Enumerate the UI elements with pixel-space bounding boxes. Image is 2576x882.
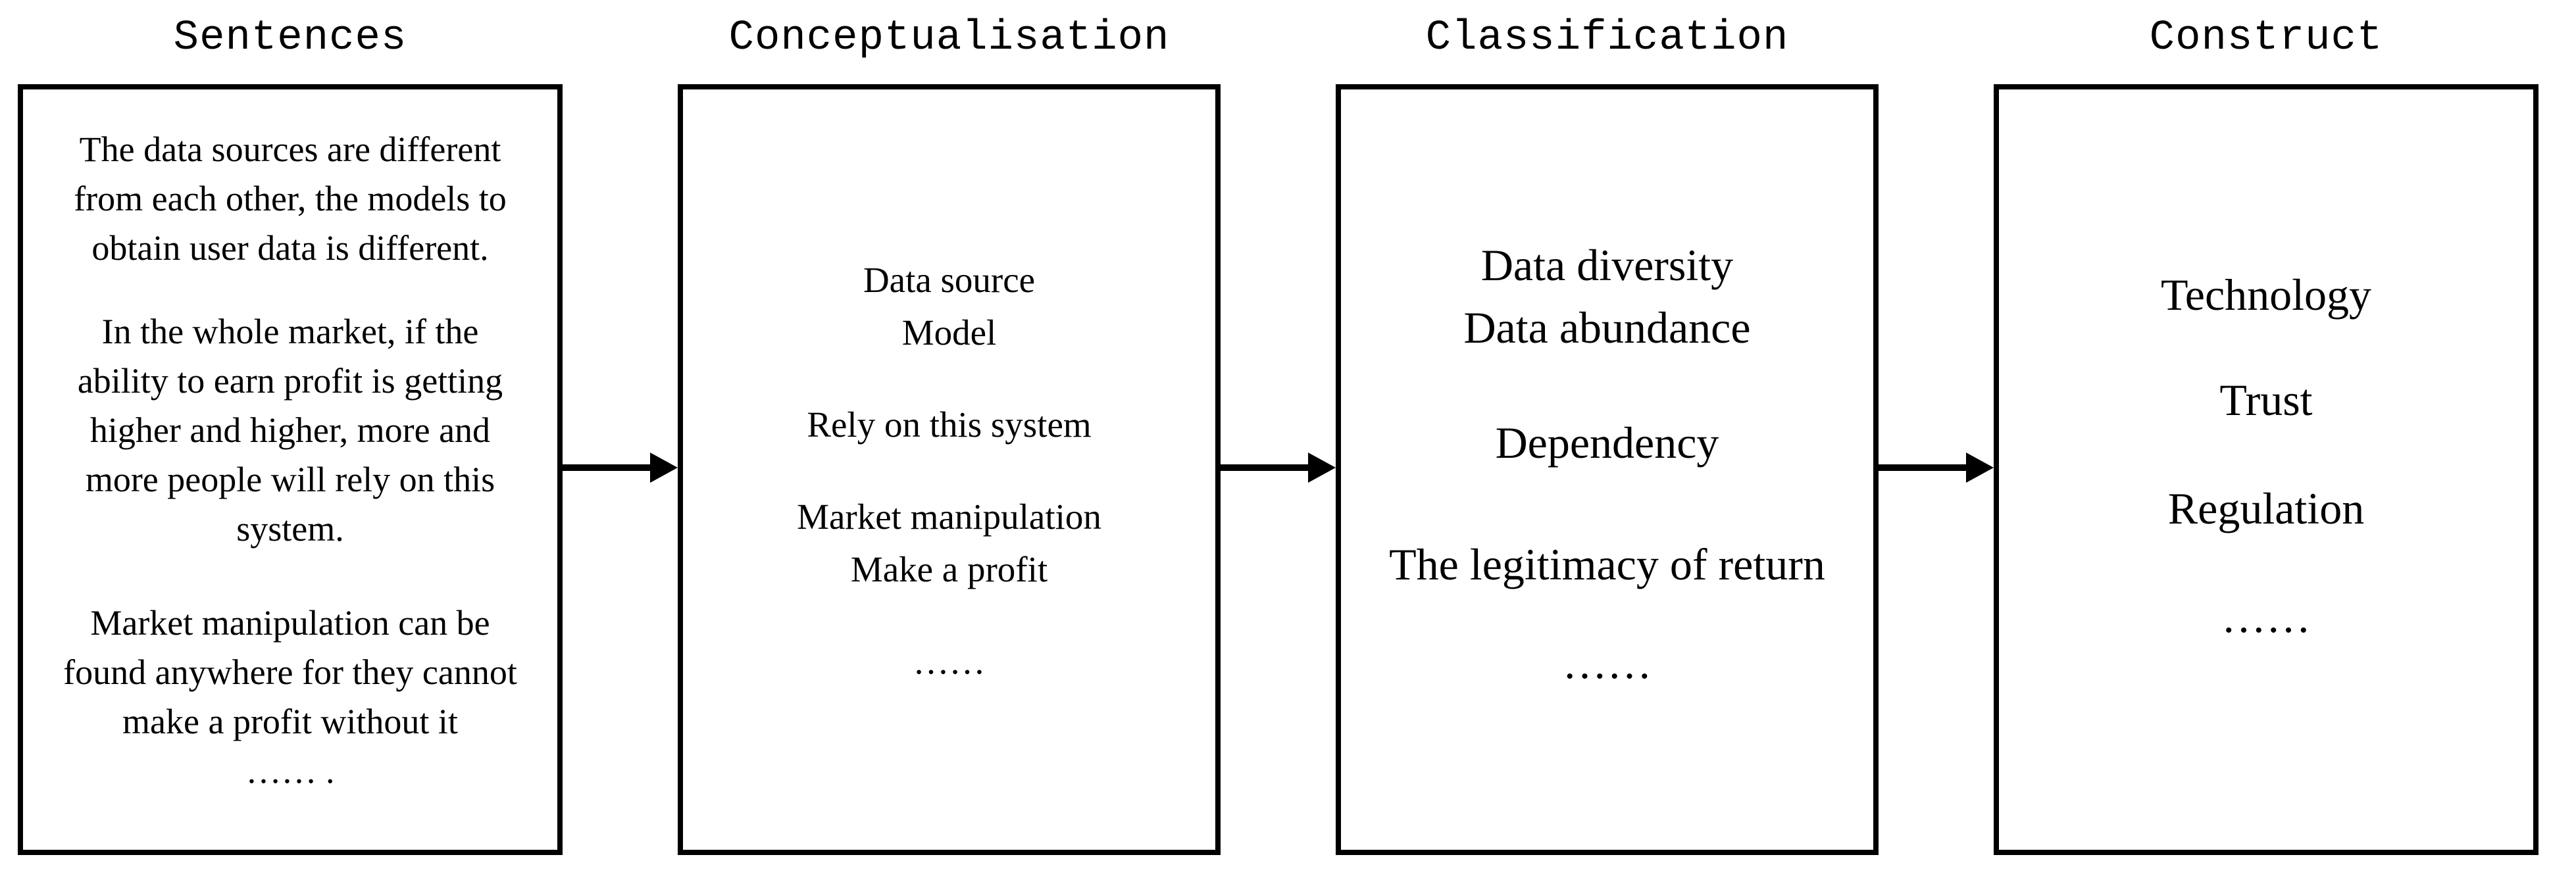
concept-group-manipulation-profit: Market manipulation Make a profit — [683, 491, 1215, 596]
concept-group-data-source-model: Data source Model — [683, 254, 1215, 359]
box-sentences: The data sources are different from each… — [18, 84, 563, 855]
text-line: Model — [901, 312, 997, 353]
text-line: In the whole market, if the — [101, 312, 479, 351]
class-group-ellipsis: …… — [1341, 632, 1873, 695]
text-line: Data diversity — [1480, 240, 1734, 290]
column-title-conceptualisation: Conceptualisation — [728, 14, 1170, 62]
text-line: Regulation — [2167, 483, 2365, 533]
concept-group-ellipsis: …… — [683, 635, 1215, 688]
box-construct: Technology Trust Regulation …… — [1994, 84, 2538, 855]
sentences-paragraph-3: Market manipulation can be found anywher… — [23, 599, 557, 796]
text-line: Make a profit — [850, 549, 1048, 589]
box-classification: Data diversity Data abundance Dependency… — [1336, 84, 1879, 855]
sentences-paragraph-1: The data sources are different from each… — [23, 125, 557, 273]
arrowhead-icon — [1308, 453, 1336, 483]
sentences-paragraph-2: In the whole market, if the ability to e… — [23, 307, 557, 554]
construct-group-technology: Technology — [1999, 264, 2533, 326]
text-line: from each other, the models to — [74, 179, 507, 218]
construct-group-ellipsis: …… — [1999, 586, 2533, 649]
text-line: found anywhere for they cannot — [63, 652, 517, 692]
class-group-data: Data diversity Data abundance — [1341, 234, 1873, 359]
ellipsis-line: …… — [2221, 592, 2311, 642]
text-line: The data sources are different — [79, 130, 501, 169]
text-line: make a profit without it — [122, 702, 458, 741]
construct-group-trust: Trust — [1999, 369, 2533, 431]
ellipsis-line: …… . — [245, 751, 335, 791]
text-line: Market manipulation can be — [90, 603, 490, 643]
column-title-classification: Classification — [1425, 14, 1789, 62]
class-group-dependency: Dependency — [1341, 412, 1873, 474]
column-title-construct: Construct — [2149, 14, 2383, 62]
arrow-sentences-to-conceptualisation — [563, 464, 650, 471]
text-line: Data source — [863, 260, 1036, 300]
text-line: Market manipulation — [797, 497, 1101, 537]
text-line: more people will rely on this — [85, 460, 495, 499]
box-conceptualisation: Data source Model Rely on this system Ma… — [678, 84, 1221, 855]
arrow-classification-to-construct — [1879, 464, 1966, 471]
ellipsis-line: …… — [1562, 638, 1652, 688]
arrowhead-icon — [1966, 453, 1994, 483]
arrowhead-icon — [650, 453, 678, 483]
concept-group-rely: Rely on this system — [683, 399, 1215, 451]
class-group-legitimacy: The legitimacy of return — [1341, 533, 1873, 596]
text-line: Rely on this system — [807, 404, 1092, 445]
text-line: Trust — [2219, 375, 2313, 425]
column-title-sentences: Sentences — [173, 14, 407, 62]
text-line: system. — [236, 509, 344, 549]
text-line: Dependency — [1495, 418, 1719, 468]
text-line: higher and higher, more and — [89, 410, 491, 450]
text-line: The legitimacy of return — [1389, 539, 1825, 589]
ellipsis-line: …… — [913, 641, 986, 681]
text-line: ability to earn profit is getting — [77, 361, 503, 401]
construct-group-regulation: Regulation — [1999, 478, 2533, 540]
arrow-conceptualisation-to-classification — [1221, 464, 1308, 471]
text-line: obtain user data is different. — [91, 228, 489, 268]
text-line: Data abundance — [1463, 303, 1751, 353]
text-line: Technology — [2160, 270, 2372, 320]
